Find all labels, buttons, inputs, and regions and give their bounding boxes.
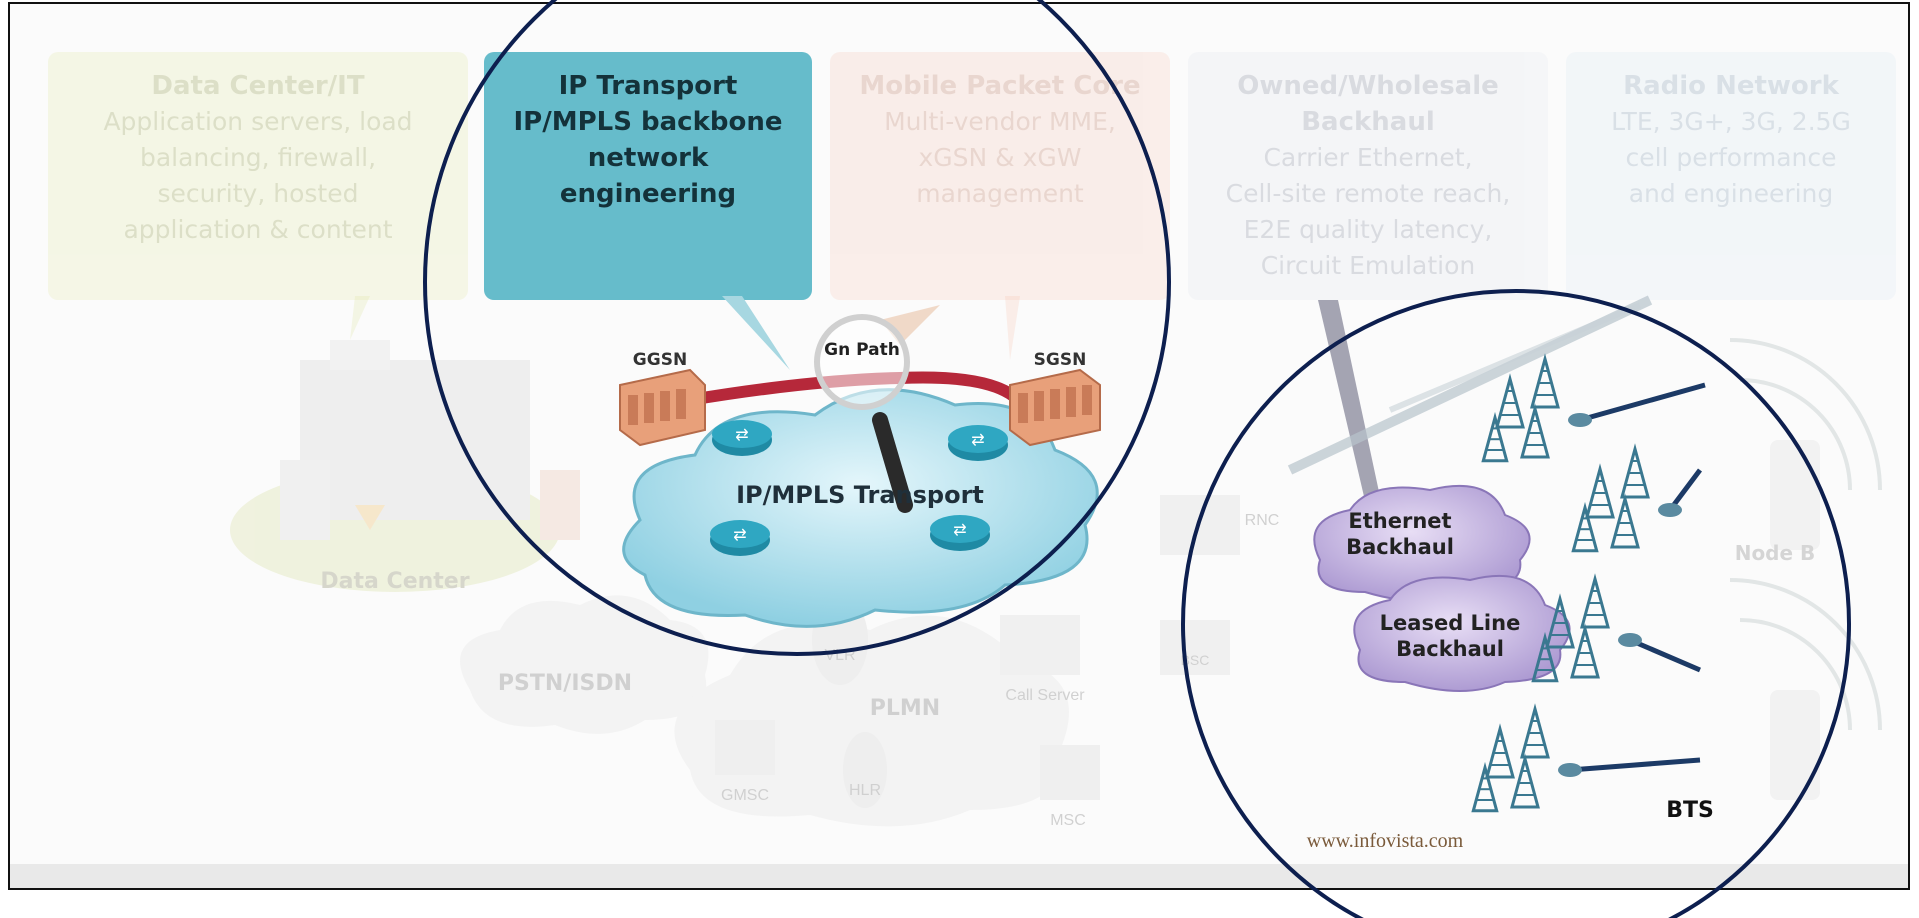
ip-mpls-transport-label: IP/MPLS Transport: [736, 481, 984, 509]
cell-tower-icon: [1571, 501, 1599, 553]
svg-text:⇄: ⇄: [735, 427, 748, 444]
ip-transport-box: IP Transport IP/MPLS backbone network en…: [484, 52, 812, 300]
bottom-strip: [10, 864, 1908, 888]
cell-tower-icon: [1485, 723, 1515, 779]
server-rack-icon: [280, 460, 330, 540]
rnc-label: RNC: [1245, 512, 1280, 529]
backhaul-radio-highlight-circle: [1181, 289, 1851, 918]
website-label: www.infovista.com: [1307, 830, 1464, 852]
data-center-label: Data Center: [320, 569, 469, 594]
ethernet-backhaul-cloud: [1313, 484, 1531, 602]
gmsc-icon: [715, 720, 775, 775]
radio-wave-arc-top: [1739, 378, 1852, 491]
cell-tower-icon: [1570, 623, 1600, 679]
cell-tower-icon: [1471, 761, 1499, 813]
router-icon: ⇄: [930, 515, 990, 551]
backhaul-desc: Carrier Ethernet, Cell-site remote reach…: [1225, 143, 1511, 280]
hlr-icon: [843, 732, 887, 808]
cell-tower-icon: [1585, 463, 1615, 519]
leased-line-label-2: Backhaul: [1396, 637, 1504, 661]
ggsn-icon: [619, 368, 706, 447]
gmsc-label: GMSC: [721, 787, 769, 804]
diagram-frame: Data Center/IT Application servers, load…: [8, 2, 1910, 890]
tower-link: [1569, 757, 1701, 773]
cell-tower-icon: [1510, 753, 1540, 809]
gn-path-label: Gn Path: [824, 340, 900, 360]
cell-tower-icon: [1495, 373, 1525, 429]
call-server-label: Call Server: [1005, 687, 1085, 704]
mobile-packet-core-desc: Multi-vendor MME, xGSN & xGW management: [884, 107, 1116, 208]
svg-text:⇄: ⇄: [971, 432, 984, 449]
backhaul-pointer: [1318, 300, 1385, 522]
sgsn-label: SGSN: [1034, 350, 1087, 370]
router-icon: ⇄: [948, 425, 1008, 461]
ggsn-label: GGSN: [633, 350, 687, 370]
firewall-icon: [355, 505, 385, 530]
leased-line-backhaul-cloud: [1353, 574, 1571, 692]
router-icon: ⇄: [712, 420, 772, 456]
cell-tower-icon: [1580, 573, 1610, 629]
cell-tower-clusters: [1471, 353, 1706, 813]
radio-wave-arc-bottom: [1739, 618, 1852, 731]
radio-network-title: Radio Network: [1623, 71, 1839, 101]
tower-link: [1629, 637, 1701, 673]
svg-text:⇄: ⇄: [953, 522, 966, 539]
radio-network-desc: LTE, 3G+, 3G, 2.5G cell performance and …: [1611, 107, 1851, 208]
router-icon: ⇄: [710, 520, 770, 556]
msc-label: MSC: [1050, 812, 1086, 829]
cell-tower-icon: [1520, 703, 1550, 759]
node-b-label: Node B: [1735, 541, 1816, 565]
data-center-it-title: Data Center/IT: [151, 71, 365, 101]
mobile-packet-core-box: Mobile Packet Core Multi-vendor MME, xGS…: [830, 52, 1170, 300]
tower-link: [1668, 468, 1702, 512]
tower-link: [1579, 382, 1706, 423]
plmn-cloud: [674, 615, 1069, 827]
radio-network-box: Radio Network LTE, 3G+, 3G, 2.5G cell pe…: [1566, 52, 1896, 300]
pstn-cloud: [460, 595, 709, 734]
hlr-label: HLR: [849, 782, 881, 799]
magnifier-lens: [814, 314, 910, 410]
cell-tower-icon: [1481, 411, 1509, 463]
pstn-isdn-label: PSTN/ISDN: [498, 671, 632, 696]
cell-tower-icon: [1520, 403, 1550, 459]
cell-tower-icon: [1545, 593, 1575, 649]
ip-transport-desc: IP/MPLS backbone network engineering: [513, 107, 783, 209]
mobile-packet-core-title: Mobile Packet Core: [859, 71, 1141, 101]
sgsn-icon: [1009, 368, 1101, 447]
data-center-platform: [230, 468, 560, 592]
ethernet-backhaul-label-2: Backhaul: [1346, 535, 1454, 559]
cell-tower-icon: [1530, 353, 1560, 409]
call-server-icon: [1000, 615, 1080, 675]
data-center-it-box: Data Center/IT Application servers, load…: [48, 52, 468, 300]
magnifier-handle: [872, 412, 913, 513]
bts-label: BTS: [1666, 798, 1714, 823]
svg-text:⇄: ⇄: [733, 527, 746, 544]
ethernet-backhaul-label-1: Ethernet: [1348, 509, 1451, 533]
leased-line-label-1: Leased Line: [1380, 611, 1521, 635]
cell-tower-icon: [1531, 631, 1559, 683]
data-center-it-desc: Application servers, load balancing, fir…: [103, 107, 413, 244]
msc-icon: [1040, 745, 1100, 800]
backhaul-title: Owned/Wholesale Backhaul: [1237, 71, 1499, 137]
phone-icon: [1770, 440, 1820, 550]
ip-box-pointer: [722, 296, 790, 370]
cell-tower-icon: [1620, 443, 1650, 499]
ip-transport-highlight-circle: [423, 0, 1171, 656]
cell-tower-icon: [1610, 493, 1640, 549]
bsc-icon: [1160, 620, 1230, 675]
ip-transport-title: IP Transport: [558, 71, 738, 101]
data-center-building: [300, 360, 530, 520]
bsc-label: BSC: [1181, 652, 1210, 668]
plmn-label: PLMN: [870, 696, 940, 721]
backhaul-box: Owned/Wholesale Backhaul Carrier Etherne…: [1188, 52, 1548, 300]
